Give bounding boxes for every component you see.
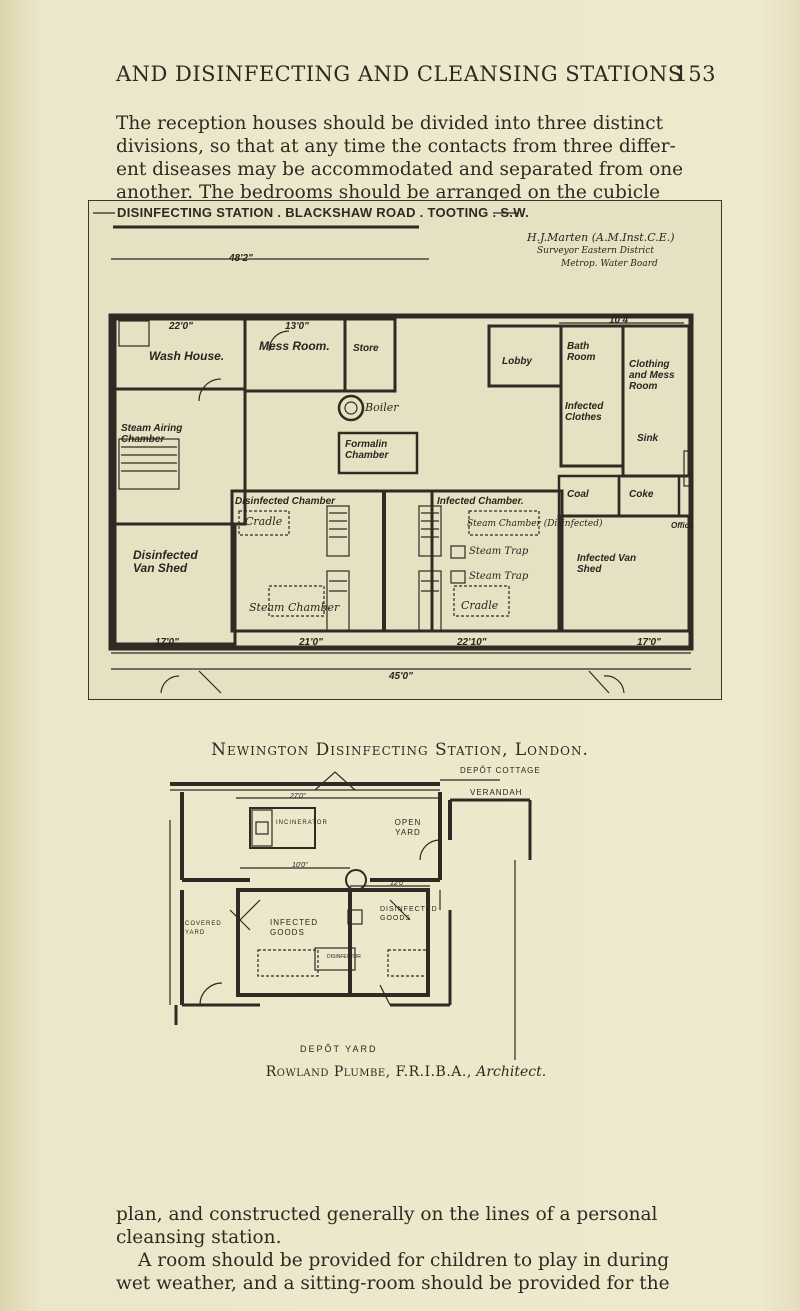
label-coke: Coke: [629, 489, 654, 500]
dimension-label: 17'0": [637, 637, 661, 648]
label-infected-chamber: Infected Chamber.: [437, 496, 524, 507]
label-store: Store: [353, 343, 379, 354]
dimension-label: 12'0": [390, 880, 406, 887]
label-formalin-chamber: Formalin Chamber: [345, 439, 389, 461]
text-line: another. The bedrooms should be arranged…: [116, 182, 661, 203]
label-bath-room: Bath Room: [567, 341, 596, 363]
figure-title: DISINFECTING STATION . BLACKSHAW ROAD . …: [117, 205, 529, 220]
architect-name: Rowland Plumbe, F.R.I.B.A.,: [265, 1064, 472, 1080]
label-steam-chamber: Steam Chamber: [249, 601, 340, 614]
figure-caption: Newington Disinfecting Station, London.: [211, 740, 589, 760]
plan-drawing: [93, 212, 694, 694]
text-line: cleansing station.: [116, 1227, 282, 1248]
label-infected-goods: INFECTED GOODS: [270, 918, 318, 937]
label-disinfected-chamber: Disinfected Chamber: [235, 496, 336, 507]
page-number: 153: [674, 62, 716, 86]
label-disinfected-goods: DISINFECTED GOODS: [380, 906, 438, 922]
dimension-label: 13'0": [285, 321, 309, 332]
text-line: The reception houses should be divided i…: [116, 113, 664, 134]
label-verandah: VERANDAH: [470, 788, 523, 797]
architect-note: Metrop. Water Board: [561, 259, 658, 269]
running-head-title: AND DISINFECTING AND CLEANSING STATIONS: [116, 62, 683, 86]
label-disinfector: DISINFECTOR: [327, 954, 361, 960]
text-line: A room should be provided for children t…: [138, 1250, 670, 1271]
text-line: ent diseases may be accommodated and sep…: [116, 159, 684, 180]
figure-credit: Rowland Plumbe, F.R.I.B.A., Architect.: [0, 1064, 800, 1080]
dimension-label: 45'0": [389, 671, 413, 682]
label-incinerator: INCINERATOR: [276, 820, 328, 826]
label-steam-chamber-disinfected: Steam Chamber (Disinfected): [467, 519, 603, 529]
label-depot-yard: DEPÔT YARD: [300, 1044, 378, 1054]
label-boiler: Boiler: [365, 401, 399, 414]
top-paragraph: The reception houses should be divided i…: [116, 112, 716, 204]
architect-role: Architect.: [476, 1064, 547, 1080]
figure-newington-plan: DEPÔT COTTAGE VERANDAH INCINERATOR OPEN …: [140, 760, 700, 1060]
figure-blackshaw-road-plan: DISINFECTING STATION . BLACKSHAW ROAD . …: [88, 200, 722, 700]
bottom-paragraph: plan, and constructed generally on the l…: [116, 1203, 716, 1295]
label-disinfected-van-shed: Disinfected Van Shed: [133, 548, 198, 575]
text-line: plan, and constructed generally on the l…: [116, 1204, 658, 1225]
plan-drawing: [169, 771, 532, 1060]
dimension-label: 27'0": [290, 793, 306, 800]
dimension-label: 48'2": [229, 253, 253, 264]
dimension-label: 22'0": [169, 321, 193, 332]
label-steam-trap: Steam Trap: [469, 546, 529, 557]
text-line: divisions, so that at any time the conta…: [116, 136, 676, 157]
label-open-yard: OPEN YARD: [394, 818, 422, 837]
label-infected-clothes: Infected Clothes: [565, 401, 604, 423]
label-steam-trap: Steam Trap: [469, 571, 529, 582]
dimension-label: 17'0": [155, 637, 179, 648]
label-infected-van-shed: Infected Van Shed: [577, 553, 637, 575]
label-lobby: Lobby: [502, 356, 532, 367]
architect-note: H.J.Marten (A.M.Inst.C.E.): [527, 231, 675, 244]
dimension-label: 10'0": [292, 862, 308, 869]
label-cradle: Cradle: [245, 515, 283, 528]
text-line: wet weather, and a sitting-room should b…: [116, 1273, 670, 1294]
running-head: AND DISINFECTING AND CLEANSING STATIONS …: [116, 62, 716, 86]
label-cradle-2: Cradle: [461, 599, 499, 612]
dimension-label: 10'4": [609, 315, 633, 326]
label-office: Office: [671, 521, 694, 530]
architect-note: Surveyor Eastern District: [537, 246, 654, 256]
label-covered-yard: COVERED YARD: [185, 921, 222, 936]
dimension-label: 21'0": [299, 637, 323, 648]
label-steam-airing-chamber: Steam Airing Chamber: [121, 423, 183, 445]
label-mess-room: Mess Room.: [259, 339, 330, 353]
label-coal: Coal: [567, 489, 589, 500]
label-depot-cottage: DEPÔT COTTAGE: [460, 766, 541, 775]
label-wash-house: Wash House.: [149, 349, 225, 363]
label-clothing-and-mess-room: Clothing and Mess Room: [629, 359, 675, 392]
label-sink: Sink: [637, 433, 659, 444]
dimension-label: 22'10": [457, 637, 487, 648]
